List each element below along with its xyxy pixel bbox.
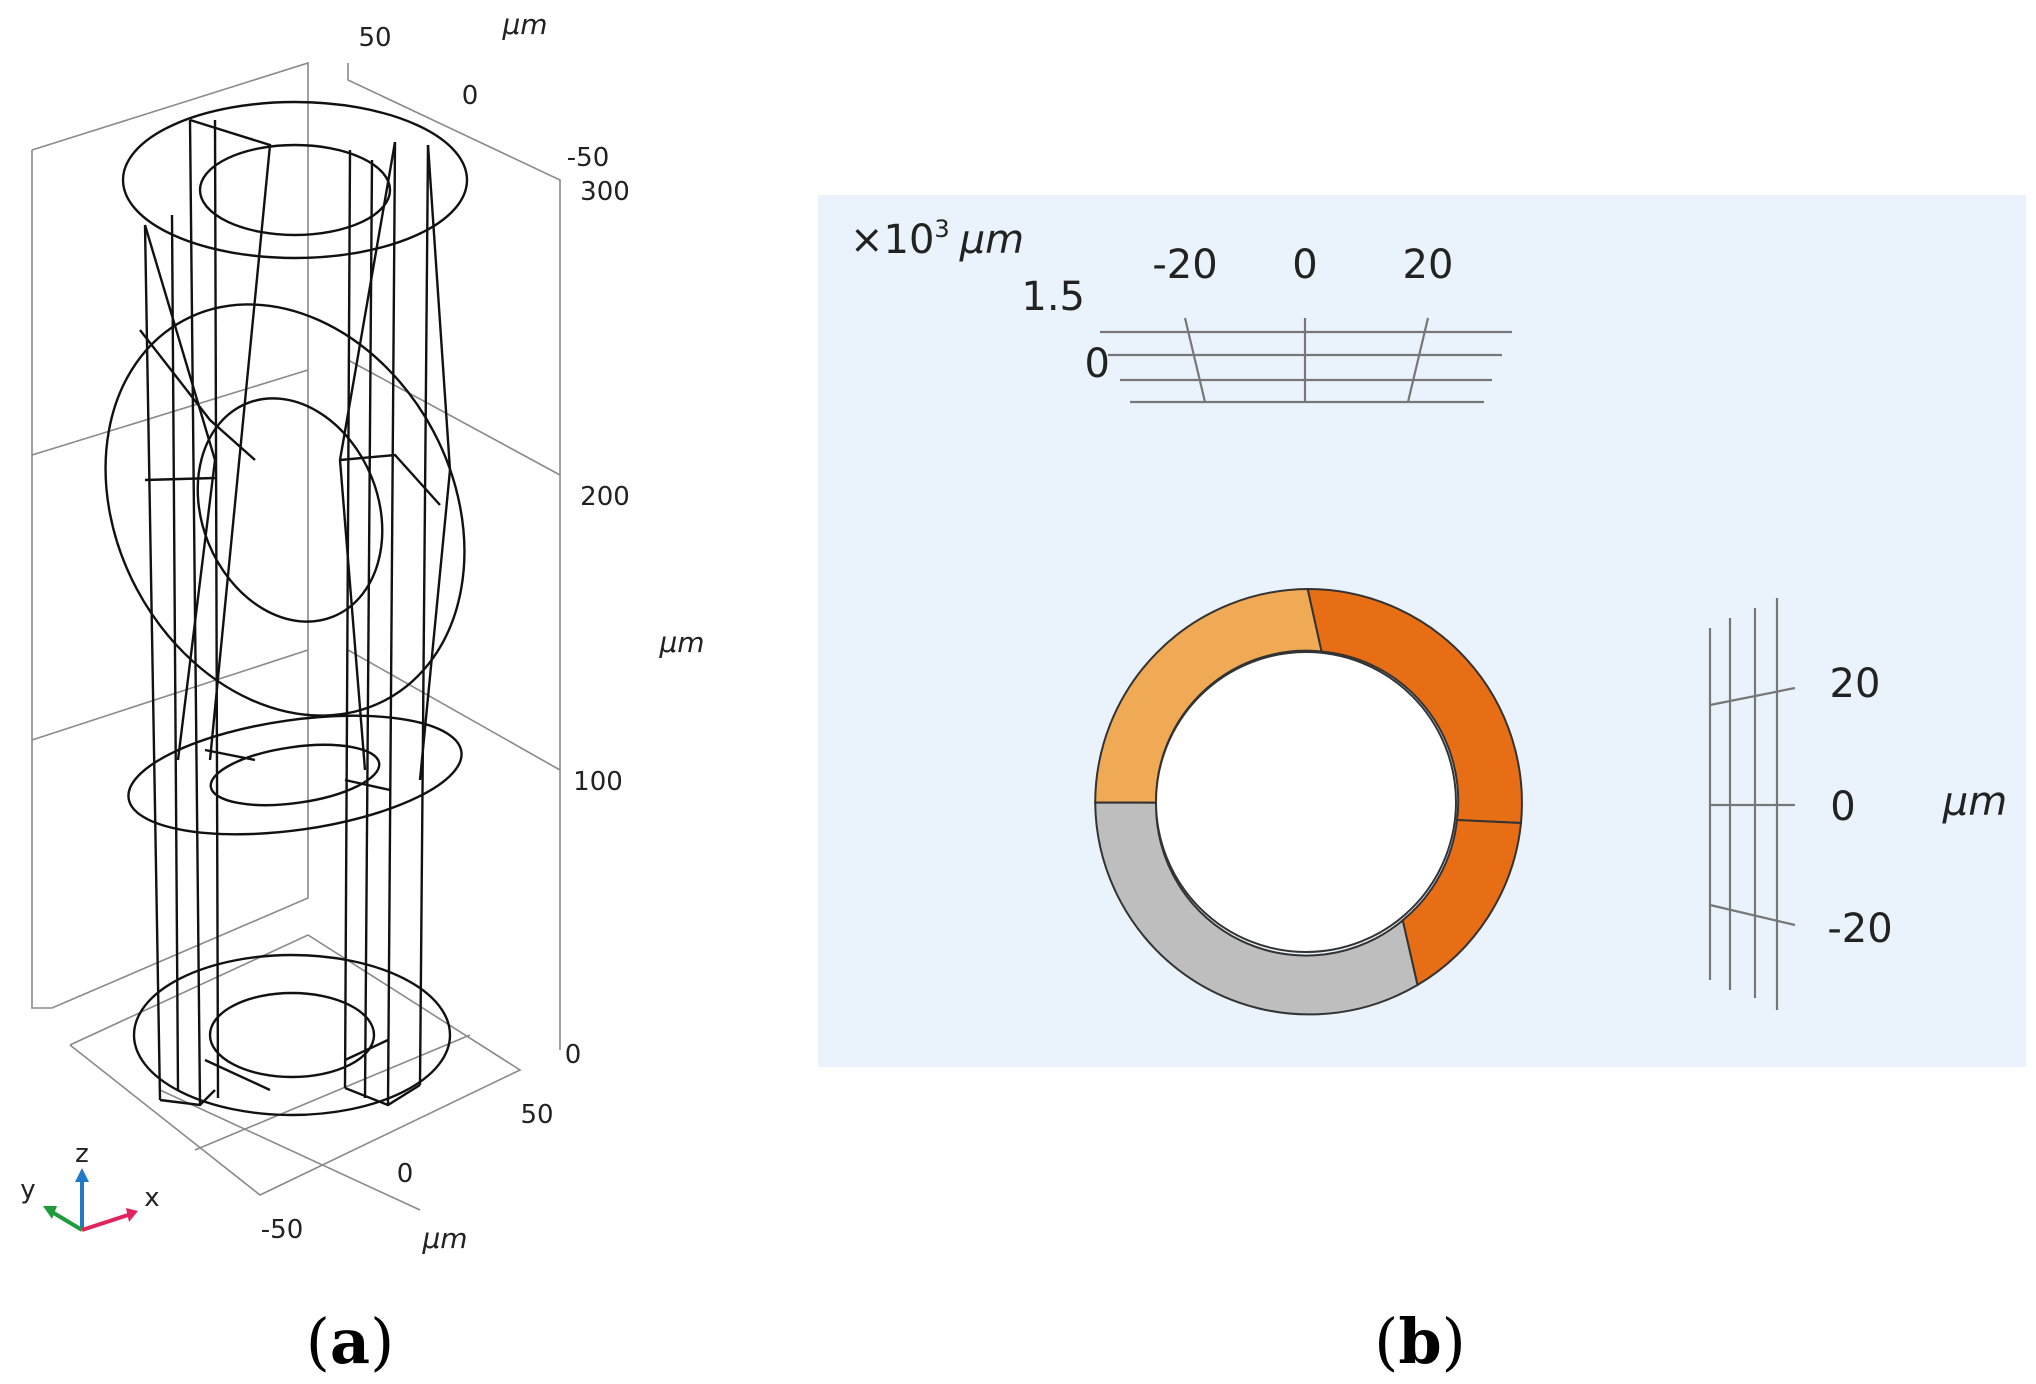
right-tick-20: 20	[1830, 661, 1881, 707]
triad-x-label: x	[144, 1183, 159, 1213]
segment-gray	[1094, 801, 1419, 1016]
panel-a-3d-wireframe: 50 μm 0 -50 300 200 μm 100 0 50 0 -50 μm…	[20, 8, 704, 1378]
y-tick-0: 0	[462, 81, 479, 111]
left-tick-0: 0	[1085, 341, 1110, 387]
z-tick-300: 300	[580, 177, 630, 207]
top-axis-grid	[1100, 317, 1512, 404]
x-axis-unit: μm	[421, 1222, 467, 1255]
annulus-cross-section	[1094, 587, 1523, 1016]
panel-a-caption: (a)	[306, 1305, 395, 1378]
z-axis-unit: μm	[658, 626, 704, 659]
z-tick-200: 200	[580, 482, 630, 512]
axis-triad-icon: z y x	[20, 1139, 160, 1232]
top-tick-neg20: -20	[1152, 242, 1217, 288]
right-axis-unit: μm	[1942, 779, 2007, 825]
z-tick-0: 0	[565, 1040, 582, 1070]
annulus-bore	[1155, 651, 1457, 953]
panel-b-caption: (b)	[1374, 1305, 1466, 1378]
wireframe-cylinders	[104, 100, 469, 1117]
x-tick-neg50: -50	[261, 1215, 303, 1245]
top-tick-0: 0	[1292, 242, 1317, 288]
bounding-planes	[31, 61, 561, 1211]
x-tick-50: 50	[520, 1100, 553, 1130]
segment-dark-orange-upper	[1306, 587, 1523, 825]
segment-dark-orange-lower	[1401, 818, 1523, 987]
triad-z-label: z	[75, 1139, 89, 1169]
left-tick-1.5: 1.5	[1021, 274, 1085, 320]
right-tick-neg20: -20	[1827, 906, 1892, 952]
x-tick-0: 0	[397, 1159, 414, 1189]
y-tick-50: 50	[358, 23, 391, 53]
right-tick-0: 0	[1830, 784, 1855, 830]
y-tick-neg50: -50	[567, 143, 609, 173]
y-axis-unit: μm	[501, 8, 547, 41]
triad-y-label: y	[20, 1175, 35, 1205]
right-axis-grid	[1708, 598, 1796, 1010]
top-tick-20: 20	[1403, 242, 1454, 288]
z-tick-100: 100	[573, 767, 623, 797]
